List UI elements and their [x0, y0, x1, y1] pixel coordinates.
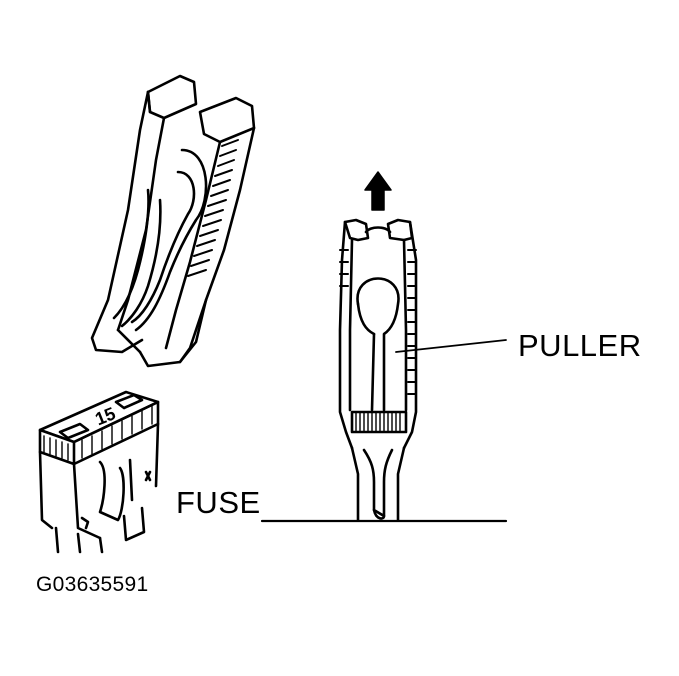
puller-leader-line [395, 339, 507, 353]
puller-upright [338, 171, 418, 522]
blade-fuse: 15 [38, 390, 160, 554]
up-arrow-icon [364, 171, 392, 211]
fuse-label: FUSE [176, 485, 261, 520]
grip-ridges-angled [187, 139, 239, 277]
grip-ridges-upright [339, 249, 417, 395]
fuse-band-texture [43, 405, 153, 461]
puller-label: PULLER [518, 328, 642, 363]
puller-angled [90, 74, 256, 368]
figure-code: G03635591 [36, 573, 149, 596]
